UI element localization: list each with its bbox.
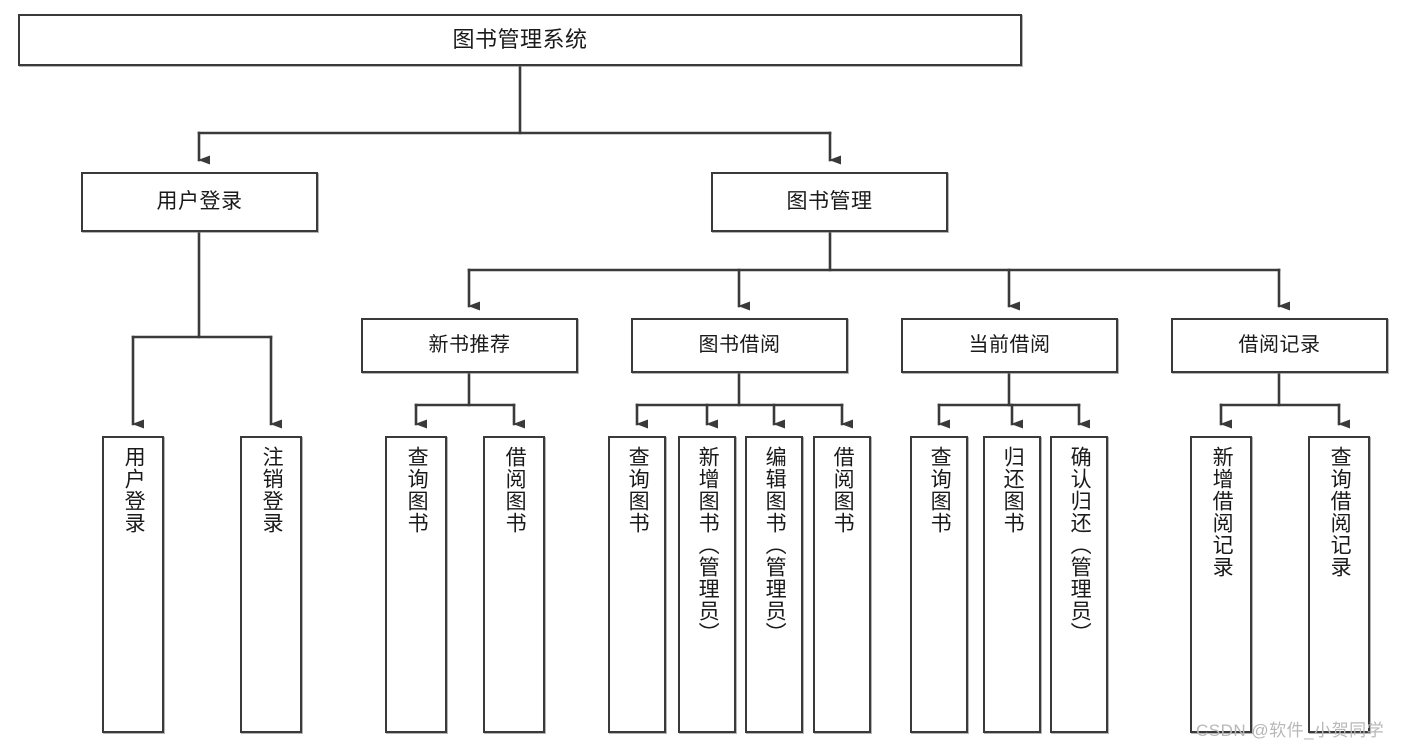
node-leaf-borrow-book-a-label: 借阅图书 [503, 446, 527, 534]
csdn-watermark-text: CSDN @软件_小贺同学 [1196, 721, 1385, 740]
node-book-manage[interactable]: 图书管理 [711, 172, 948, 232]
node-leaf-query-book-a-label: 查询图书 [405, 446, 429, 534]
node-user-login-label: 用户登录 [156, 189, 243, 213]
node-leaf-logout-login[interactable]: 注销登录 [240, 436, 302, 733]
node-leaf-query-book-c[interactable]: 查询图书 [910, 436, 968, 733]
node-new-book-recommend-label: 新书推荐 [428, 333, 511, 356]
node-leaf-user-login[interactable]: 用户登录 [102, 436, 164, 733]
node-leaf-add-record-label: 新增借阅记录 [1210, 446, 1234, 578]
node-current-borrow[interactable]: 当前借阅 [901, 318, 1118, 373]
node-leaf-borrow-book-b-label: 借阅图书 [831, 446, 855, 534]
node-book-borrow-label: 图书借阅 [698, 333, 781, 356]
node-leaf-return-book-label: 归还图书 [1001, 446, 1025, 534]
node-leaf-query-book-c-label: 查询图书 [928, 446, 952, 534]
node-user-login[interactable]: 用户登录 [81, 172, 318, 232]
node-leaf-user-login-label: 用户登录 [122, 446, 146, 534]
node-leaf-borrow-book-b[interactable]: 借阅图书 [813, 436, 871, 733]
node-borrow-record-label: 借阅记录 [1238, 333, 1321, 356]
node-leaf-add-book[interactable]: 新增图书（管理员） [678, 436, 736, 733]
node-book-borrow[interactable]: 图书借阅 [631, 318, 848, 373]
csdn-watermark: CSDN @软件_小贺同学 [1196, 716, 1384, 741]
node-leaf-edit-book-label: 编辑图书（管理员） [763, 446, 787, 644]
node-borrow-record[interactable]: 借阅记录 [1171, 318, 1388, 373]
node-leaf-query-book-a[interactable]: 查询图书 [385, 436, 447, 733]
node-book-manage-label: 图书管理 [786, 189, 873, 213]
node-leaf-query-book-b[interactable]: 查询图书 [608, 436, 666, 733]
node-leaf-logout-login-label: 注销登录 [260, 446, 284, 534]
node-leaf-query-record-label: 查询借阅记录 [1328, 446, 1352, 578]
node-leaf-add-book-label: 新增图书（管理员） [696, 446, 720, 644]
node-root[interactable]: 图书管理系统 [18, 14, 1022, 66]
node-leaf-query-book-b-label: 查询图书 [626, 446, 650, 534]
node-new-book-recommend[interactable]: 新书推荐 [361, 318, 578, 373]
node-leaf-return-book[interactable]: 归还图书 [983, 436, 1041, 733]
node-leaf-confirm-return[interactable]: 确认归还（管理员） [1050, 436, 1108, 733]
node-leaf-edit-book[interactable]: 编辑图书（管理员） [745, 436, 803, 733]
node-leaf-add-record[interactable]: 新增借阅记录 [1190, 436, 1252, 733]
node-root-label: 图书管理系统 [452, 27, 588, 53]
node-leaf-borrow-book-a[interactable]: 借阅图书 [483, 436, 545, 733]
node-leaf-query-record[interactable]: 查询借阅记录 [1308, 436, 1370, 733]
node-leaf-confirm-return-label: 确认归还（管理员） [1068, 446, 1092, 644]
node-current-borrow-label: 当前借阅 [968, 333, 1051, 356]
